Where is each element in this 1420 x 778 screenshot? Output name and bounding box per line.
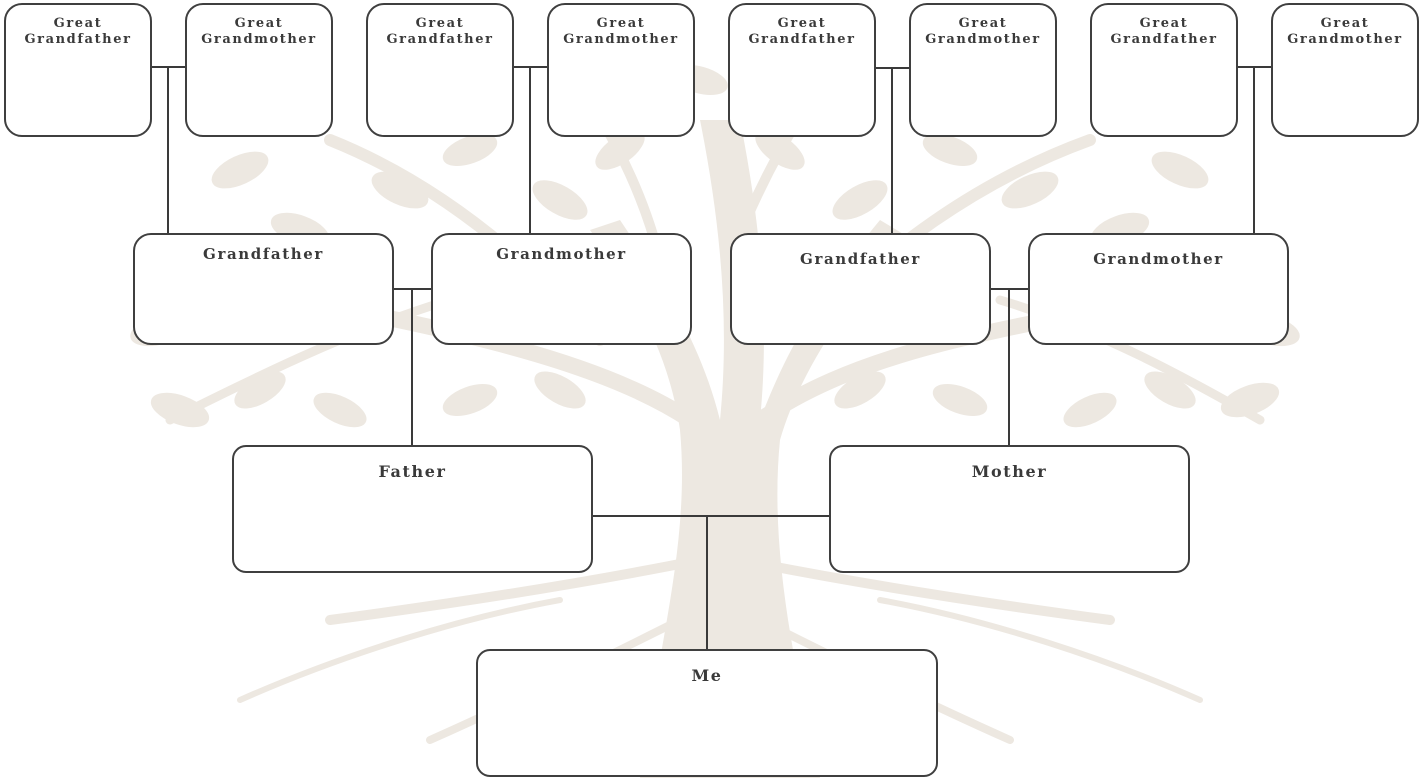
grandfather-box: Grandfather [730, 233, 991, 345]
father-label: Father [378, 462, 447, 481]
grandmother-box: Grandmother [431, 233, 692, 345]
grandmother-label: Grandmother [496, 245, 627, 263]
grandfather-label: Grandfather [203, 245, 324, 263]
grandfather-label: Grandfather [800, 250, 921, 268]
grandmother-label: Grandmother [1093, 250, 1224, 268]
mother-label: Mother [971, 462, 1048, 481]
grandmother-box: Grandmother [1028, 233, 1289, 345]
mother-box: Mother [829, 445, 1190, 573]
grandfather-box: Grandfather [133, 233, 394, 345]
me-box: Me [476, 649, 938, 777]
father-box: Father [232, 445, 593, 573]
me-label: Me [691, 666, 723, 685]
